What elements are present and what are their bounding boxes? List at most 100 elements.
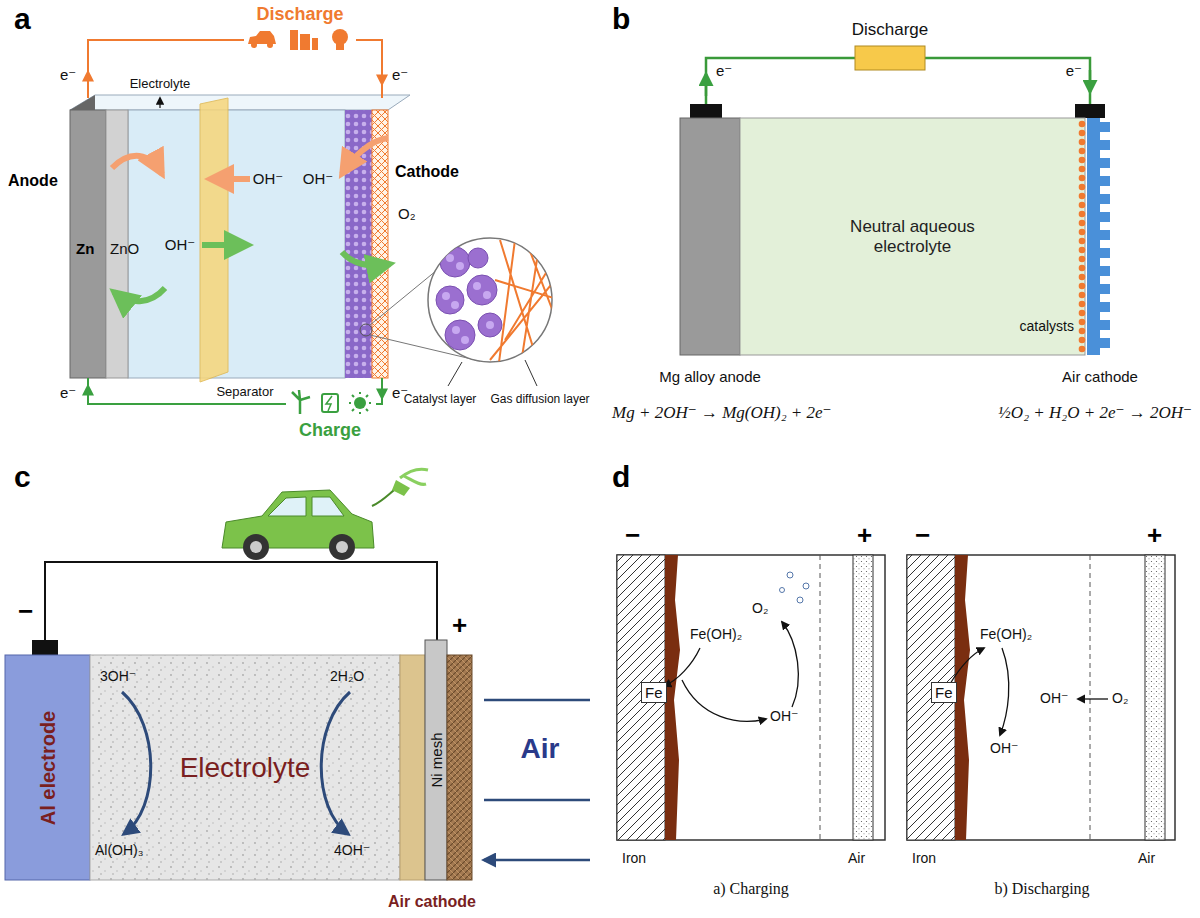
panel-d-discharging-part — [1078, 698, 1108, 699]
label: Discharge — [852, 20, 929, 40]
panel-a-cell-part — [210, 176, 250, 182]
panel-a-zoom-part-part-part — [490, 238, 560, 370]
label: Air cathode — [1062, 368, 1138, 385]
panel-a-cell — [70, 95, 410, 382]
label: O₂ — [752, 600, 768, 616]
panel-a-zoom-part-part-part — [456, 262, 464, 270]
label: Mg + 2OH⁻ → Mg(OH)₂ + 2e⁻ — [612, 402, 832, 423]
charge-icons-part — [354, 397, 366, 409]
cathode-tooth — [1100, 122, 1110, 132]
label: e⁻ — [60, 384, 76, 402]
label: Zn — [76, 240, 94, 257]
catalyst-dot — [1079, 211, 1086, 218]
panel-d-charging-part — [782, 622, 798, 707]
catalyst-dot — [1079, 166, 1086, 173]
panel-letter: c — [14, 460, 31, 493]
label: + — [857, 522, 872, 548]
charge-icons-part — [292, 390, 310, 414]
discharge-icons-part — [312, 38, 318, 50]
electric-car-part — [250, 541, 262, 553]
label: Fe — [931, 682, 957, 703]
panel-a-zoom-part-part-part — [446, 254, 454, 262]
panel-a-zoom-part-part-part — [440, 247, 470, 277]
panel-d-charging-part-part — [780, 588, 785, 593]
label: − — [915, 522, 930, 548]
electrode-box: Al electrode — [5, 655, 90, 880]
catalyst-dot — [1079, 301, 1086, 308]
panel-c-cell-part — [425, 640, 447, 880]
panel-a-wires-part — [88, 40, 382, 98]
panel-a-zoom-part-part-part — [451, 301, 459, 309]
label: + — [452, 612, 467, 638]
charge-icons-part — [349, 392, 371, 414]
panel-a-zoom-part-part-part — [461, 336, 469, 344]
label: Al(OH)₃ — [95, 842, 143, 858]
catalyst-dot — [1079, 148, 1086, 155]
panel-c-cell-part — [447, 655, 472, 880]
discharge-icons-part — [336, 44, 344, 50]
panel-c-cell-part — [400, 655, 425, 880]
catalyst-dot — [1079, 274, 1086, 281]
panel-d-charging — [617, 555, 885, 840]
label: OH⁻ — [770, 708, 798, 724]
label: Cathode — [395, 163, 459, 181]
electric-car-part — [268, 497, 344, 516]
label: OH⁻ — [165, 236, 195, 254]
panel-d-charging-part-part — [787, 572, 793, 578]
panel-a-zoom — [360, 238, 560, 386]
label: Fe — [641, 682, 667, 703]
panel-d-charging-part — [853, 555, 873, 840]
charge-icons-part — [326, 396, 332, 411]
panel-a-cell-part — [128, 110, 345, 378]
panel-a-zoom-part-part — [436, 247, 502, 350]
panel-d-discharging-part — [1090, 555, 1091, 840]
panel-a-zoom-part-part-part — [436, 286, 464, 314]
panel-a-zoom-part-part — [442, 254, 494, 344]
label: Air — [848, 850, 865, 866]
cathode-tooth — [1100, 158, 1110, 168]
discharge-icons-part — [290, 30, 298, 50]
catalyst-dot — [1079, 157, 1086, 164]
panel-c-cell-part — [90, 655, 400, 880]
label: Fe(OH)₂ — [690, 626, 742, 642]
cathode-tooth — [1100, 194, 1110, 204]
electric-car-part — [243, 534, 269, 560]
catalyst-dot — [1079, 139, 1086, 146]
catalyst-dot — [1079, 238, 1086, 245]
label: Air — [1138, 850, 1155, 866]
panel-a-wires-part — [87, 72, 89, 88]
catalyst-dot — [1079, 256, 1086, 263]
charge-icons — [286, 390, 376, 416]
label: a) Charging — [713, 880, 789, 898]
panel-a-cell-part — [342, 252, 390, 266]
catalyst-dot — [1079, 346, 1086, 353]
label: Charge — [299, 420, 361, 441]
panel-a-cell-part — [159, 98, 160, 108]
panel-d-charging-part — [617, 555, 885, 840]
label: 4OH⁻ — [334, 842, 370, 858]
cathode-tooth — [1100, 338, 1110, 348]
panel-d-discharging — [907, 555, 1175, 840]
panel-c-cell — [5, 562, 590, 880]
panel-b-cell-part — [1100, 122, 1110, 348]
panel-b-cell-part — [1079, 121, 1086, 353]
panel-a-wires-part — [87, 386, 89, 400]
label: Iron — [912, 850, 936, 866]
panel-b-cell-part — [1089, 70, 1092, 92]
panel-b-cell-part — [690, 104, 722, 118]
panel-c-cell-part — [321, 692, 350, 834]
label: Fe(OH)₂ — [980, 626, 1032, 642]
catalyst-dot — [1079, 184, 1086, 191]
panel-d-charging-part — [682, 680, 766, 721]
panel-b-cell — [680, 46, 1110, 355]
panel-d-discharging-part — [1000, 648, 1009, 735]
catalyst-dot — [1079, 319, 1086, 326]
panel-a-wires-part — [381, 68, 383, 84]
discharge-icons — [244, 28, 356, 52]
panel-a-cell-part — [342, 138, 388, 174]
panel-letter: d — [612, 460, 630, 493]
catalyst-dot — [1079, 283, 1086, 290]
panel-a-cell-part — [70, 110, 106, 378]
panel-b-cell-part — [680, 118, 740, 355]
catalyst-dot — [1079, 130, 1086, 137]
